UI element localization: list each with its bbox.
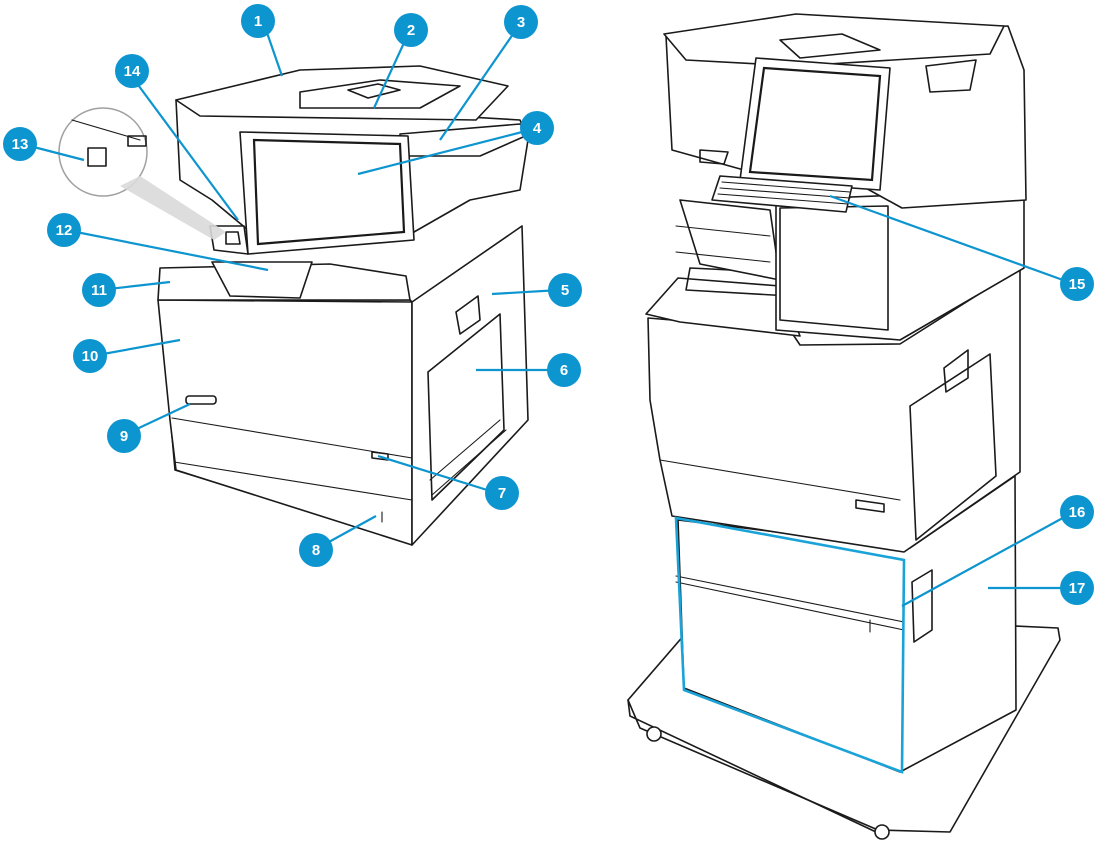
callout-label: 5 [561, 282, 569, 299]
callout-1: 1 [241, 4, 275, 38]
main-body [647, 267, 1021, 553]
callout-label: 4 [533, 120, 542, 137]
callout-5: 5 [548, 273, 582, 307]
callout-label: 12 [56, 222, 73, 239]
rear-printer [627, 13, 1061, 840]
callout-label: 1 [254, 13, 262, 30]
callouts: 1 2 3 4 5 6 7 8 9 10 11 12 13 14 15 16 1… [3, 4, 1094, 605]
callout-label: 13 [12, 136, 29, 153]
callout-label: 16 [1069, 504, 1086, 521]
callout-label: 2 [407, 22, 415, 39]
tray-handle [185, 395, 217, 405]
callout-12: 12 [47, 213, 81, 247]
callout-13: 13 [3, 127, 37, 161]
callout-label: 14 [124, 63, 141, 80]
callout-11: 11 [82, 273, 116, 307]
callout-4: 4 [520, 111, 554, 145]
callout-16: 16 [1060, 495, 1094, 529]
callout-6: 6 [547, 353, 581, 387]
front-door [157, 299, 413, 546]
callout-17: 17 [1060, 571, 1094, 605]
callout-label: 6 [560, 362, 568, 379]
callout-label: 11 [91, 282, 107, 299]
callout-15: 15 [1060, 267, 1094, 301]
right-side-panel [411, 225, 529, 546]
callout-label: 10 [82, 348, 99, 365]
zoom-inset [58, 107, 148, 197]
callout-label: 8 [312, 542, 320, 559]
finisher [645, 277, 801, 337]
feeder-highlight [674, 516, 906, 774]
stand-caster [874, 824, 890, 840]
callout-14: 14 [115, 54, 149, 88]
front-printer [58, 65, 531, 546]
output-tray-extension [211, 261, 313, 299]
callout-label: 17 [1069, 580, 1086, 597]
leader-lines [21, 23, 1075, 607]
touchscreen [252, 138, 406, 246]
stand-caster [646, 726, 662, 742]
document-feeder [663, 13, 1005, 67]
keyboard [711, 175, 853, 213]
callout-label: 15 [1069, 276, 1086, 293]
callout-2: 2 [394, 13, 428, 47]
callout-3: 3 [504, 5, 538, 39]
callout-label: 3 [517, 14, 525, 31]
hardware-integration-pocket [87, 147, 107, 167]
callout-9: 9 [107, 419, 141, 453]
touchscreen [748, 66, 882, 182]
right-door [427, 313, 505, 501]
callout-label: 9 [120, 428, 128, 445]
document-feeder [175, 65, 509, 121]
callout-label: 7 [498, 485, 506, 502]
callout-7: 7 [485, 476, 519, 510]
callout-10: 10 [73, 339, 107, 373]
callout-8: 8 [299, 533, 333, 567]
